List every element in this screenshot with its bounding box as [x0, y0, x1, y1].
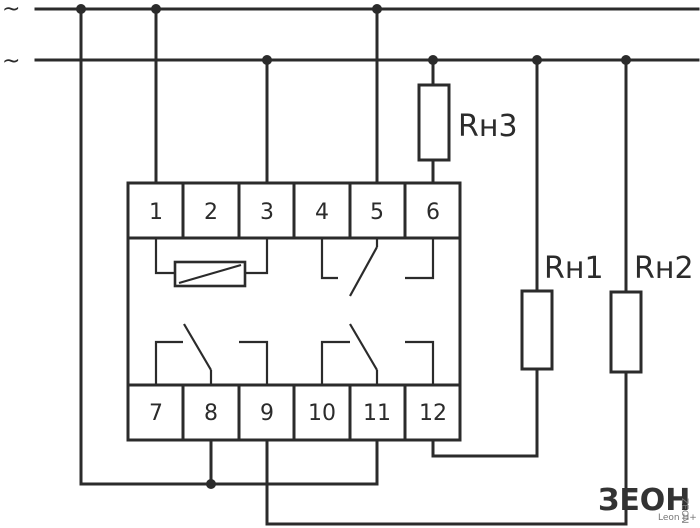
terminal-9: 9 — [260, 401, 274, 426]
contact-7 — [154, 340, 183, 385]
brand-logo-sub: ZEON — [679, 498, 689, 524]
contact-blade-5 — [349, 246, 378, 297]
contact-blade-11 — [349, 323, 378, 371]
wire-pin9-rh2 — [265, 438, 628, 526]
brand-logo-text: ЗЕОН — [598, 483, 690, 518]
coil-lead-right — [245, 238, 269, 275]
resistor-rh2 — [609, 290, 643, 374]
terminal-6: 6 — [426, 200, 440, 225]
terminal-1: 1 — [149, 200, 163, 225]
phase-symbol-bottom: ~ — [2, 49, 20, 74]
label-rh3: Rн3 — [458, 109, 518, 144]
terminal-11: 11 — [363, 401, 391, 426]
wire-common-bottom — [79, 438, 379, 486]
contact-no-6 — [405, 238, 435, 280]
resistor-rh1 — [520, 289, 554, 371]
terminal-8: 8 — [204, 401, 218, 426]
contact-12 — [405, 340, 435, 385]
phase-symbol-top: ~ — [2, 0, 20, 22]
contact-blade-8 — [183, 323, 212, 371]
terminal-3: 3 — [260, 200, 274, 225]
contact-nc-4 — [320, 238, 338, 280]
terminal-2: 2 — [204, 200, 218, 225]
brand-logo-tail: Leon H+ — [658, 513, 697, 523]
wire-pin12-rh1 — [431, 438, 539, 458]
terminal-4: 4 — [315, 200, 329, 225]
label-rh2: Rн2 — [634, 251, 694, 286]
terminal-10: 10 — [308, 401, 336, 426]
terminal-12: 12 — [419, 401, 447, 426]
coil-lead-left — [154, 238, 175, 275]
resistor-rh3 — [417, 83, 451, 162]
coil-diagonal — [178, 263, 242, 285]
terminal-5: 5 — [370, 200, 384, 225]
contact-10 — [320, 340, 350, 385]
contact-9 — [239, 340, 269, 385]
terminal-7: 7 — [149, 401, 163, 426]
label-rh1: Rн1 — [544, 251, 604, 286]
coil-symbol — [173, 260, 247, 288]
